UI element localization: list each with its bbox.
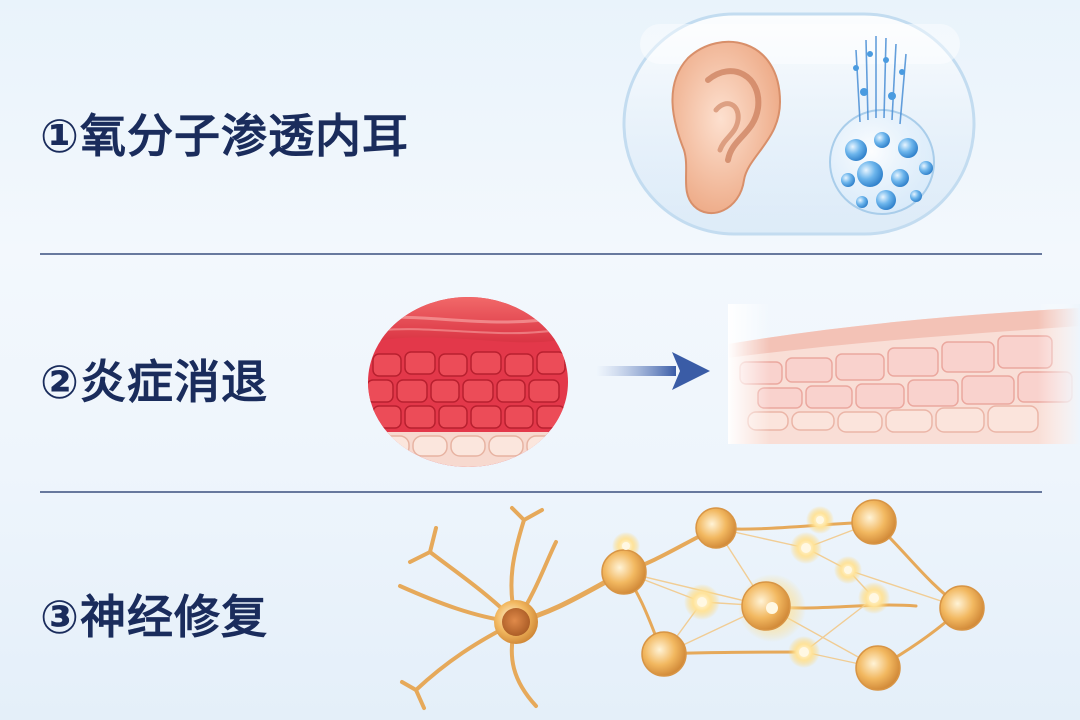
- neuron-network-illustration: [398, 499, 985, 710]
- inflamed-tissue-illustration: [368, 297, 568, 467]
- divider-1: [40, 253, 1042, 255]
- oxygen-bubbles-icon: [829, 36, 935, 215]
- step-3-section: ③神经修复: [0, 494, 1080, 720]
- divider-2: [40, 491, 1042, 493]
- ear-icon: [671, 40, 782, 215]
- arrow-right-icon: [596, 352, 710, 390]
- step-1-label: ①氧分子渗透内耳: [40, 109, 409, 163]
- healthy-tissue-illustration: [728, 304, 1080, 444]
- step-2-section: ②炎症消退: [0, 256, 1080, 492]
- step-2-label: ②炎症消退: [40, 355, 268, 409]
- step-1-section: ①氧分子渗透内耳: [0, 0, 1080, 254]
- step-3-label: ③神经修复: [40, 590, 268, 644]
- ear-oxygen-capsule-illustration: [622, 12, 976, 236]
